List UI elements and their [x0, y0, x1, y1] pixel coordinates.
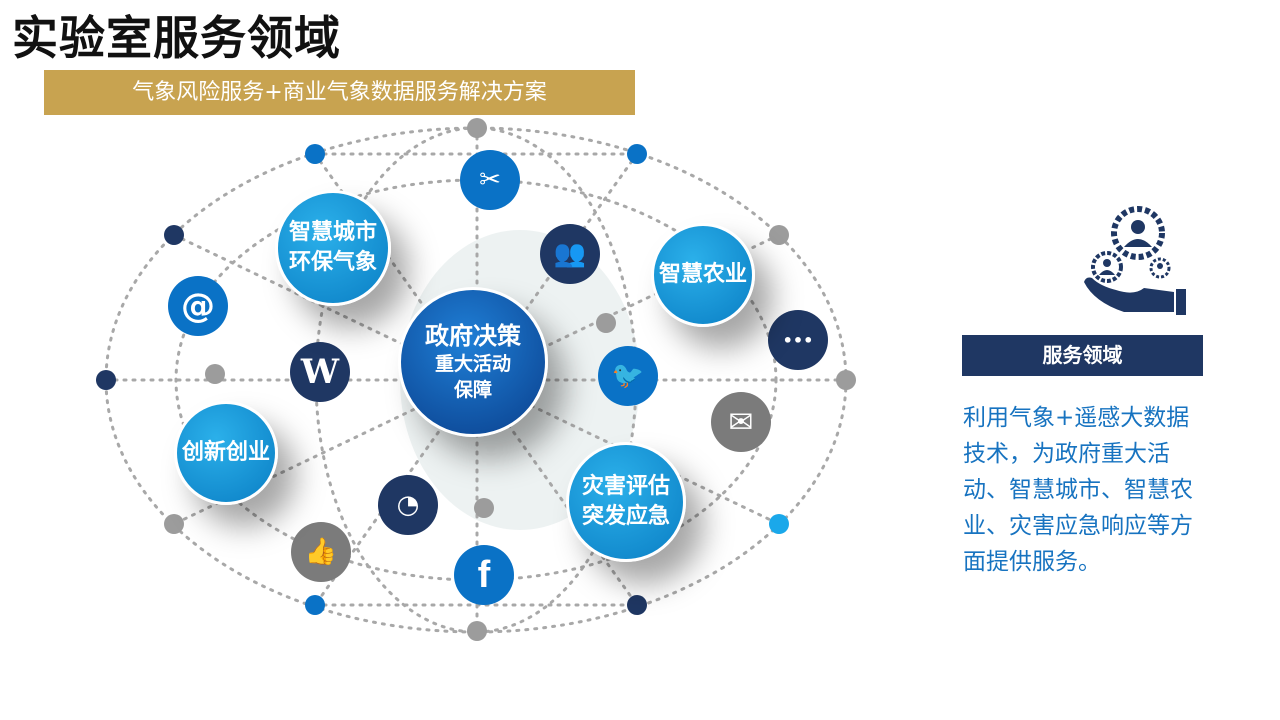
node-dot: [467, 118, 487, 138]
at-icon: @: [168, 276, 228, 336]
bubble-label: 智慧城市: [288, 220, 377, 245]
node-dot: [305, 595, 325, 615]
node-dot: [205, 364, 225, 384]
bubble-label: 重大活动: [434, 353, 511, 375]
node-dot: [627, 144, 647, 164]
bubble-label: 环保气象: [288, 250, 377, 275]
users-icon: 👥: [540, 224, 600, 284]
bubble-label: 创新创业: [181, 440, 270, 465]
rss-icon: ◔: [378, 475, 438, 535]
service-description: 利用气象+遥感大数据技术，为政府重大活动、智慧城市、智慧农业、灾害应急响应等方面…: [963, 405, 1193, 575]
bubble-disaster: 灾害评估突发应急: [566, 442, 686, 562]
bubble-label: 智慧农业: [658, 262, 747, 287]
thumbs-up-icon: 👍: [291, 522, 351, 582]
bubble-label: 保障: [453, 379, 492, 401]
node-dot: [596, 313, 616, 333]
facebook-icon: f: [454, 545, 514, 605]
bubble-smart-city: 智慧城市环保气象: [275, 190, 391, 306]
twitter-icon: 🐦: [598, 346, 658, 406]
node-dot: [836, 370, 856, 390]
mail-icon: ✉: [711, 392, 771, 452]
node-dot: [467, 621, 487, 641]
node-dot: [474, 498, 494, 518]
node-dot: [96, 370, 116, 390]
node-dot: [627, 595, 647, 615]
subtitle-banner: 气象风险服务+商业气象数据服务解决方案: [44, 70, 635, 115]
bubble-label: 政府决策: [425, 322, 521, 350]
bubble-label: 灾害评估: [581, 474, 670, 499]
tools-icon: ✂: [460, 150, 520, 210]
service-heading: 服务领域: [962, 335, 1203, 376]
node-dot: [769, 514, 789, 534]
page-title: 实验室服务领域: [12, 11, 341, 65]
service-hand-gears-icon: [1084, 206, 1186, 315]
bubble-government: 政府决策重大活动保障: [398, 287, 548, 437]
node-dot: [164, 225, 184, 245]
bubble-smart-agri: 智慧农业: [651, 223, 755, 327]
bubble-innovation: 创新创业: [174, 401, 278, 505]
node-dot: [769, 225, 789, 245]
wordpress-icon: W: [290, 342, 350, 402]
bubble-label: 突发应急: [581, 504, 670, 529]
chat-icon: •••: [768, 310, 828, 370]
node-dot: [164, 514, 184, 534]
node-dot: [305, 144, 325, 164]
